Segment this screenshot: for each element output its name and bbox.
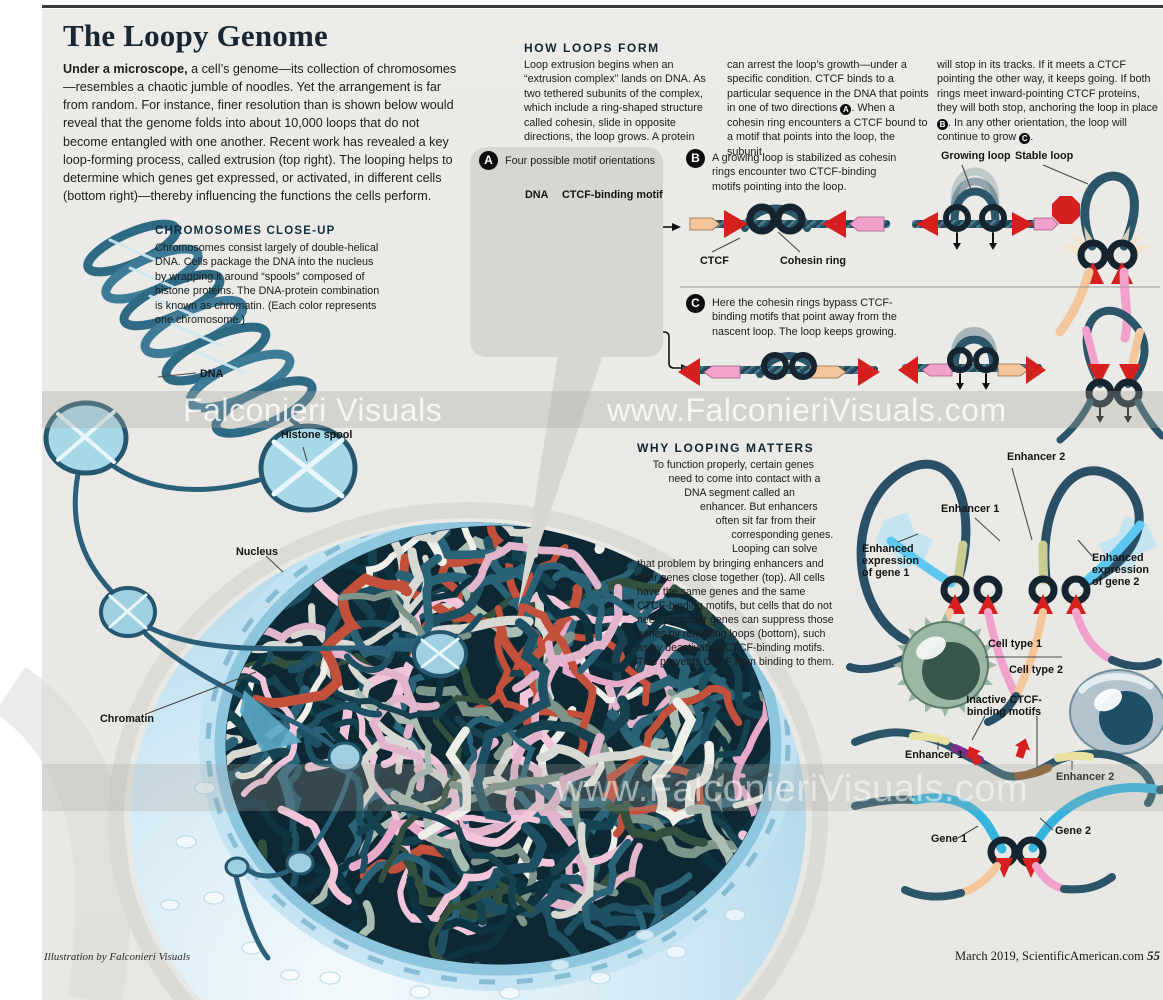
hlf-col3-text: will stop in its tracks. If it meets a C… bbox=[937, 59, 1158, 115]
cell-type-1 bbox=[893, 613, 997, 717]
gene-1-label: Gene 1 bbox=[931, 833, 968, 845]
badge-c-inline: C bbox=[1019, 133, 1031, 145]
dna-strand-label: DNA bbox=[525, 189, 549, 201]
illustration-credit: Illustration by Falconieri Visuals bbox=[44, 951, 191, 963]
intro-lead: Under a microscope, bbox=[63, 62, 188, 76]
sphere-shadow bbox=[0, 502, 828, 1000]
top-rule bbox=[42, 5, 1163, 8]
chromatin-label: Chromatin bbox=[100, 713, 154, 725]
ctcf-label: CTCF bbox=[700, 255, 729, 267]
enhanced-gene1-label: Enhanced expression of gene 1 bbox=[862, 543, 920, 579]
panel-c-text: Here the cohesin rings bypass CTCF-bindi… bbox=[712, 297, 897, 338]
chromosome-closeup-art bbox=[43, 219, 468, 961]
enhancer-2-top-label: Enhancer 2 bbox=[1007, 451, 1066, 463]
chromosomes-heading: CHROMOSOMES CLOSE-UP bbox=[155, 225, 336, 237]
cell-type-2 bbox=[1069, 669, 1163, 755]
enhancer-1-top-label: Enhancer 1 bbox=[941, 503, 1000, 515]
gene-2-label: Gene 2 bbox=[1055, 825, 1092, 837]
nucleus-label: Nucleus bbox=[236, 546, 279, 558]
why-looping-text: To function properly, certain genes need… bbox=[637, 459, 835, 669]
watermark-left: Falconieri Visuals bbox=[183, 392, 443, 428]
panel-b-text: A growing loop is stabilized as cohesin … bbox=[712, 152, 897, 193]
badge-b-inline: B bbox=[937, 118, 948, 130]
hlf-col2-text: can arrest the loop’s growth—under a spe… bbox=[727, 59, 929, 115]
histone-spool-label: Histone spool bbox=[281, 429, 353, 441]
badge-a: A bbox=[479, 151, 498, 170]
enhancer-1-bottom-label: Enhancer 1 bbox=[905, 749, 964, 761]
inactive-ctcf-label: Inactive CTCF-binding motifs bbox=[966, 694, 1042, 718]
growing-loop-label: Growing loop bbox=[941, 150, 1011, 162]
how-loops-form-heading: HOW LOOPS FORM bbox=[524, 41, 660, 55]
hlf-col3-text2: . In any other orientation, the loop wil… bbox=[937, 116, 1127, 144]
hlf-column-3: will stop in its tracks. If it meets a C… bbox=[937, 58, 1160, 145]
watermark-band-bottom bbox=[42, 764, 1163, 811]
enhancer-2-bottom-label: Enhancer 2 bbox=[1056, 771, 1115, 783]
dna-label: DNA bbox=[200, 368, 224, 380]
panel-a-label: Four possible motif orientations bbox=[505, 155, 656, 167]
hlf-column-1: Loop extrusion begins when an “extrusion… bbox=[524, 59, 706, 158]
hlf-col3-text3: . bbox=[1030, 131, 1034, 144]
issue-footer: March 2019, ScientificAmerican.com 55 bbox=[800, 948, 1160, 964]
page-title: The Loopy Genome bbox=[63, 18, 328, 53]
badge-c: C bbox=[686, 294, 705, 313]
ctcf-motif-label: CTCF-binding motif bbox=[562, 189, 663, 201]
issue-text: March 2019, ScientificAmerican.com bbox=[955, 949, 1144, 963]
nucleus-sphere bbox=[130, 522, 806, 1000]
intro-paragraph: Under a microscope, a cell’s genome—its … bbox=[63, 60, 461, 205]
chromosomes-body: Chromosomes consist largely of double-he… bbox=[155, 242, 380, 327]
cell-type-2-label: Cell type 2 bbox=[1009, 664, 1064, 676]
intro-rest: a cell’s genome—its collection of chromo… bbox=[63, 62, 457, 203]
badge-a-inline: A bbox=[840, 104, 852, 116]
hlf-column-2: can arrest the loop’s growth—under a spe… bbox=[727, 58, 929, 159]
panel-b-art bbox=[689, 167, 1152, 343]
badge-b: B bbox=[686, 149, 705, 168]
stable-loop-label: Stable loop bbox=[1015, 150, 1074, 162]
cohesin-ring-label: Cohesin ring bbox=[780, 255, 846, 267]
panel-c-art bbox=[678, 306, 1163, 444]
enhanced-gene2-label: Enhanced expression of gene 2 bbox=[1092, 552, 1150, 588]
expression-loops-art bbox=[846, 459, 1162, 726]
watermark-bottom: www.FalconieriVisuals.com bbox=[556, 768, 1029, 810]
watermark-band-top bbox=[42, 391, 1163, 428]
panel-a-bubble bbox=[470, 147, 663, 357]
watermark-right: www.FalconieriVisuals.com bbox=[607, 392, 1007, 428]
suppressed-loop-art bbox=[851, 728, 1163, 901]
hlf-col2-text2: . When a cohesin ring encounters a CTCF … bbox=[727, 102, 928, 158]
sphere-dimples bbox=[160, 781, 746, 1000]
why-looping-heading: WHY LOOPING MATTERS bbox=[637, 441, 815, 455]
cell-type-1-label: Cell type 1 bbox=[988, 638, 1043, 650]
why-looping-body: To function properly, certain genes need… bbox=[637, 458, 837, 669]
page-number: 55 bbox=[1147, 948, 1160, 963]
